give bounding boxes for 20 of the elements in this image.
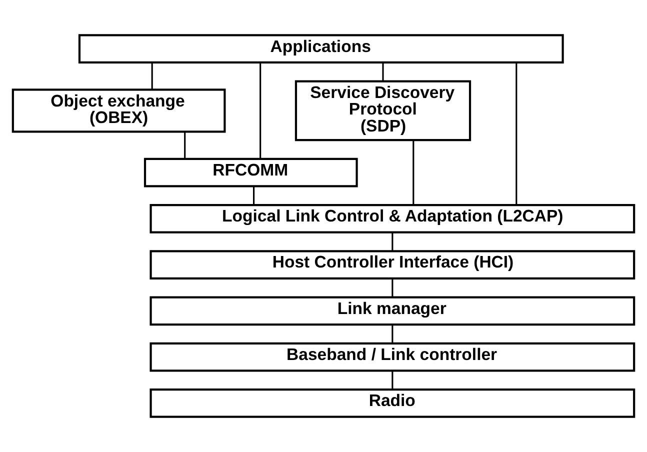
node-box: Applications — [78, 34, 564, 64]
node-box: Host Controller Interface (HCI) — [150, 250, 636, 280]
node-box: Logical Link Control & Adaptation (L2CAP) — [150, 204, 636, 234]
connector — [392, 371, 394, 390]
node-box: Service Discovery Protocol (SDP) — [294, 80, 472, 142]
connector — [392, 325, 394, 344]
connector — [382, 62, 384, 82]
connector — [184, 132, 186, 159]
connector — [392, 232, 394, 252]
connector — [516, 62, 518, 205]
connector — [151, 62, 153, 90]
connector — [392, 278, 394, 298]
node-box: Baseband / Link controller — [150, 342, 636, 372]
node-box: Object exchange (OBEX) — [12, 88, 226, 133]
connector — [412, 140, 414, 205]
node-box: RFCOMM — [144, 158, 358, 188]
connector — [253, 186, 255, 205]
connector — [260, 62, 262, 159]
node-box: Radio — [150, 388, 636, 418]
node-box: Link manager — [150, 296, 636, 326]
